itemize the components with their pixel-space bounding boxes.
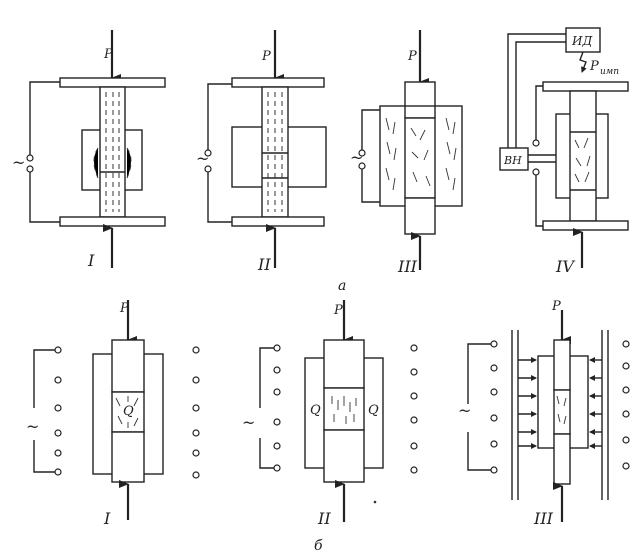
scheme-b3: ~ P III	[458, 299, 630, 528]
group-label-b: б	[314, 538, 323, 554]
force-label: P	[261, 49, 271, 64]
roman-label: II	[317, 509, 331, 528]
sample-column	[99, 86, 126, 218]
scheme-a2: ~ P II	[196, 30, 327, 274]
ac-symbol: ~	[350, 148, 363, 167]
roman-label: III	[533, 509, 554, 528]
roman-label: I	[103, 509, 111, 528]
ac-symbol: ~	[12, 153, 25, 172]
scheme-a1: ~ P I	[12, 30, 166, 270]
roman-label: III	[397, 257, 418, 276]
scheme-a4: ИД P имп ВН IV	[499, 27, 629, 276]
roman-label: I	[87, 251, 95, 270]
force-pulse-label: P	[589, 59, 599, 74]
ac-symbol: ~	[458, 401, 471, 420]
inward-arrows-left	[518, 357, 537, 449]
force-label: P	[333, 303, 343, 318]
id-box-label: ИД	[571, 34, 592, 48]
force-label: P	[119, 301, 129, 316]
force-label: P	[407, 49, 417, 64]
ac-symbol: ~	[26, 417, 39, 436]
roman-label: II	[257, 255, 271, 274]
inward-arrows-right	[589, 357, 602, 449]
group-label-a: а	[338, 278, 346, 294]
heat-label: Q	[310, 403, 321, 418]
heat-label: Q	[123, 404, 134, 419]
top-plate	[59, 77, 166, 88]
ac-symbol: ~	[242, 413, 255, 432]
scheme-b1: Q ~ P I	[26, 300, 200, 528]
force-label: P	[103, 47, 113, 62]
roman-label: IV	[555, 257, 575, 276]
ac-symbol: ~	[196, 149, 209, 168]
force-label: P	[551, 299, 561, 314]
scheme-b2: Q Q ~ P II	[242, 300, 418, 528]
bottom-plate	[59, 216, 166, 227]
scheme-a3: ~ P III	[350, 30, 463, 276]
vn-box-label: ВН	[503, 154, 522, 167]
force-pulse-sub: имп	[600, 67, 619, 77]
heat-label: Q	[368, 403, 379, 418]
vn-box	[499, 147, 529, 171]
